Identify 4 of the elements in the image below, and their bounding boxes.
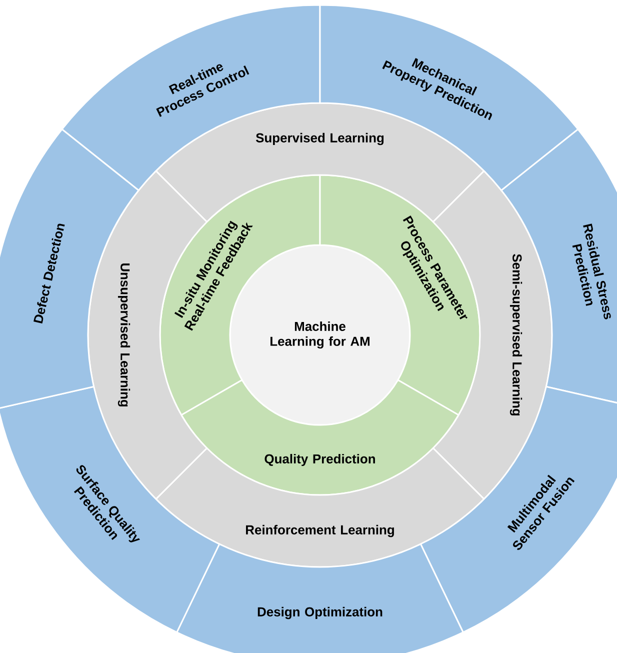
node-label: Design Optimization [258, 606, 382, 620]
ring-segment: Design Optimization [176, 543, 464, 653]
ring-segment: Quality Prediction [180, 379, 460, 496]
node-label: Residual Stress Prediction [572, 224, 611, 320]
